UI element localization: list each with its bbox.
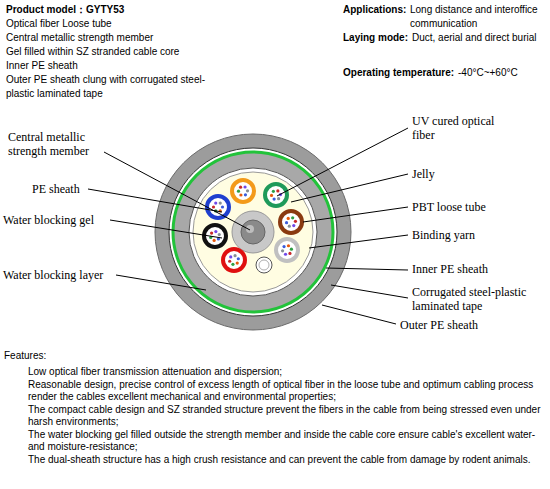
callout-label: Jelly [412, 167, 435, 181]
corrugated-tape [169, 148, 337, 316]
optical-fiber [246, 189, 249, 192]
optical-fiber [219, 202, 222, 205]
spec-text: Product model：GYTY53 [6, 3, 306, 17]
optical-fiber [231, 263, 234, 266]
callout-label: Inner PE sheath [412, 262, 488, 276]
spec-value: Duct, aerial and direct burial [412, 31, 546, 45]
pbt-loose-tube [276, 239, 298, 261]
optical-fiber [213, 239, 216, 242]
optical-fiber [210, 231, 213, 234]
callout-label: PBT loose tube [412, 200, 486, 214]
spec-text: Central metallic strength member [6, 31, 306, 45]
spec-heading: Operating temperature: [343, 66, 454, 80]
leader-line [116, 275, 206, 290]
optical-fiber [228, 260, 231, 263]
callout-label: Corrugated steel-plastic laminated tape [412, 285, 546, 313]
optical-fiber [288, 225, 291, 228]
optical-fiber [236, 262, 239, 265]
callout-label: Water blocking gel [3, 213, 94, 227]
spec-value: -40°C~+60°C [458, 66, 546, 80]
callout-label: Binding yarn [412, 228, 475, 242]
pbt-loose-tube [207, 196, 229, 218]
optical-fiber [284, 253, 287, 256]
leader-line [104, 152, 250, 230]
spec-heading: Laying mode: [343, 31, 408, 45]
optical-fiber [288, 252, 291, 255]
pbt-loose-tube [280, 211, 302, 233]
pbt-loose-tube [232, 180, 254, 202]
filler-rod [259, 260, 269, 270]
optical-fiber [285, 221, 288, 224]
filler-rod [256, 257, 272, 273]
optical-fiber [287, 217, 290, 220]
optical-fiber [282, 245, 285, 248]
loose-tubes [204, 180, 302, 273]
leader-lines [88, 128, 408, 324]
feature-item: Reasonable design, precise control of ex… [28, 379, 546, 404]
pbt-loose-tube [223, 249, 245, 271]
optical-fiber [239, 186, 242, 189]
leader-line [291, 174, 408, 202]
optical-fiber [218, 233, 221, 236]
water-blocking-layer [189, 168, 317, 296]
optical-fiber [239, 193, 242, 196]
feature-item: Low optical fiber transmission attenuati… [28, 366, 546, 379]
leader-line [303, 207, 408, 222]
optical-fiber [291, 216, 294, 219]
leader-line [322, 305, 396, 324]
callout-label: Water blocking layer [3, 268, 103, 282]
callout-label: Outer PE sheath [400, 318, 478, 332]
optical-fiber [270, 194, 273, 197]
spec-text: Inner PE sheath [6, 59, 306, 73]
optical-fiber [214, 202, 217, 205]
optical-fiber [281, 249, 284, 252]
optical-fiber [237, 257, 240, 260]
optical-fiber [294, 220, 297, 223]
cable-core-gel [193, 172, 313, 292]
optical-fiber [290, 248, 293, 251]
spec-text: Outer PE sheath clung with corrugated st… [6, 73, 221, 101]
callout-label: PE sheath [32, 182, 80, 196]
optical-fiber [244, 193, 247, 196]
leader-line [277, 128, 408, 196]
feature-item: The water blocking gel filled outside th… [28, 429, 546, 454]
optical-fiber [287, 244, 290, 247]
optical-fiber [273, 197, 276, 200]
optical-fiber [229, 255, 232, 258]
strength-member-sheath [232, 211, 274, 253]
optical-fiber [276, 189, 279, 192]
leader-line [326, 268, 408, 270]
leader-line [331, 285, 408, 298]
spec-heading: Applications: [343, 3, 406, 17]
leader-line [88, 189, 222, 212]
optical-fiber [237, 190, 240, 193]
optical-fiber [243, 185, 246, 188]
leader-line [309, 235, 408, 248]
callout-label: UV cured optical fiber [412, 114, 504, 142]
spec-value: Long distance and interoffice communicat… [410, 3, 546, 31]
optical-fiber [277, 197, 280, 200]
optical-fiber [233, 254, 236, 257]
feature-item: The compact cable design and SZ stranded… [28, 404, 546, 429]
spec-text: Optical fiber Loose tube [6, 17, 306, 31]
feature-item: The dual-sheath structure has a high cru… [28, 454, 546, 467]
optical-fiber [292, 224, 295, 227]
leader-line [110, 220, 222, 238]
optical-fiber [214, 230, 217, 233]
features-heading: Features: [4, 350, 46, 363]
optical-fiber [212, 205, 215, 208]
pbt-loose-tube [265, 184, 287, 206]
optical-fiber [221, 205, 224, 208]
optical-fiber [272, 190, 275, 193]
central-strength-member [241, 220, 265, 244]
spec-text: Gel filled within SZ stranded cable core [6, 45, 306, 59]
callout-label: Central metallic strength member [8, 130, 106, 158]
